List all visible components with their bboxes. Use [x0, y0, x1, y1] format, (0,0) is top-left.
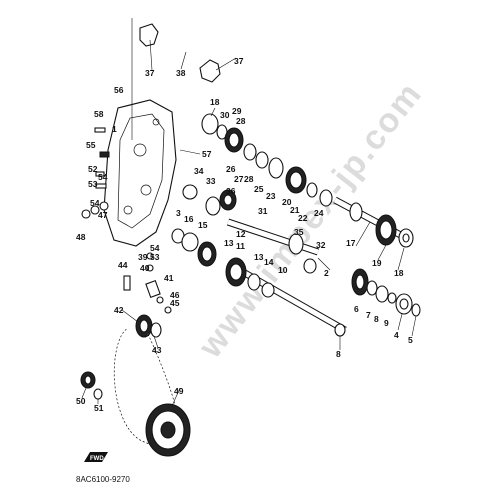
callout-44: 44	[118, 260, 128, 270]
lower-shaft-2	[225, 257, 347, 337]
callout-58: 58	[94, 109, 104, 119]
callout-51: 51	[94, 403, 104, 413]
fwd-label: FWD	[90, 456, 104, 462]
callout-1: 1	[112, 124, 117, 134]
callout-31: 31	[258, 206, 268, 216]
callout-43: 43	[152, 345, 162, 355]
callout-41: 41	[164, 273, 174, 283]
callout-29: 29	[232, 106, 242, 116]
small-parts-group	[123, 252, 172, 314]
callout-55: 55	[86, 140, 96, 150]
sprocket-large-49	[145, 403, 191, 457]
callout-17: 17	[346, 238, 356, 248]
callout-8b: 8	[336, 349, 341, 359]
callout-9: 9	[384, 318, 389, 328]
callout-2: 2	[324, 268, 329, 278]
crankcase-cover	[103, 99, 177, 247]
shift-fork-left	[139, 23, 159, 47]
shift-fork-right	[199, 59, 221, 83]
callout-33: 33	[206, 176, 216, 186]
callout-36: 36	[226, 186, 236, 196]
callout-23: 23	[266, 191, 276, 201]
callout-13b: 13	[254, 252, 264, 262]
callout-labels: 37 38 37 56 58 1 55 18 30 29 28 57 52 54…	[76, 56, 413, 413]
shift-rod-assembly	[139, 23, 221, 83]
callout-10: 10	[278, 265, 288, 275]
callout-57: 57	[202, 149, 212, 159]
callout-39: 39	[138, 252, 148, 262]
callout-46: 46	[170, 290, 180, 300]
callout-45: 45	[170, 298, 180, 308]
callout-53: 53	[88, 179, 98, 189]
callout-28a: 28	[236, 116, 246, 126]
callout-54b: 54	[90, 198, 100, 208]
right-lower-gear-set	[351, 268, 421, 317]
fwd-arrow-icon: FWD	[84, 452, 108, 462]
callout-18a: 18	[210, 97, 220, 107]
callout-21: 21	[290, 205, 300, 215]
callout-50: 50	[76, 396, 86, 406]
callout-42: 42	[114, 305, 124, 315]
callout-22: 22	[298, 213, 308, 223]
callout-26: 26	[226, 164, 236, 174]
callout-48: 48	[76, 232, 86, 242]
callout-12: 12	[236, 229, 246, 239]
callout-19: 19	[372, 258, 382, 268]
bearing-18	[201, 113, 219, 135]
callout-20: 20	[282, 197, 292, 207]
callout-5: 5	[408, 335, 413, 345]
callout-54a: 54	[98, 172, 108, 182]
diagram-part-code: 8AC6100-9270	[76, 475, 130, 484]
callout-6: 6	[354, 304, 359, 314]
callout-34: 34	[194, 166, 204, 176]
callout-8a: 8	[374, 314, 379, 324]
callout-54c: 54	[150, 243, 160, 253]
callout-16: 16	[184, 214, 194, 224]
callout-24: 24	[314, 208, 324, 218]
callout-40: 40	[140, 263, 150, 273]
sprocket-small	[135, 314, 162, 338]
callout-28b: 28	[244, 174, 254, 184]
callout-37b: 37	[234, 56, 244, 66]
callout-11: 11	[236, 241, 245, 251]
callout-56: 56	[114, 85, 124, 95]
bearing-32	[303, 258, 317, 274]
callout-52: 52	[88, 164, 98, 174]
middle-gear-cluster	[171, 184, 237, 267]
bolt-50-washer-51	[80, 371, 103, 400]
callout-37a: 37	[145, 68, 155, 78]
bolt-group-left	[81, 127, 110, 219]
callout-15: 15	[198, 220, 208, 230]
callout-4: 4	[394, 330, 399, 340]
callout-18b: 18	[394, 268, 404, 278]
shaft-17-assembly	[333, 196, 414, 248]
upper-shaft-gears	[201, 113, 347, 207]
callout-47: 47	[98, 210, 108, 220]
callout-14: 14	[264, 257, 274, 267]
callout-30: 30	[220, 110, 230, 120]
callout-3: 3	[176, 208, 181, 218]
callout-27: 27	[234, 174, 244, 184]
callout-38: 38	[176, 68, 186, 78]
callout-25: 25	[254, 184, 264, 194]
callout-7: 7	[366, 310, 371, 320]
callout-53b: 53	[150, 252, 160, 262]
shaft-31	[226, 218, 320, 274]
washer-8	[334, 323, 346, 337]
callout-13a: 13	[224, 238, 234, 248]
callout-35: 35	[294, 227, 304, 237]
leader-lines	[81, 39, 417, 407]
callout-32: 32	[316, 240, 326, 250]
